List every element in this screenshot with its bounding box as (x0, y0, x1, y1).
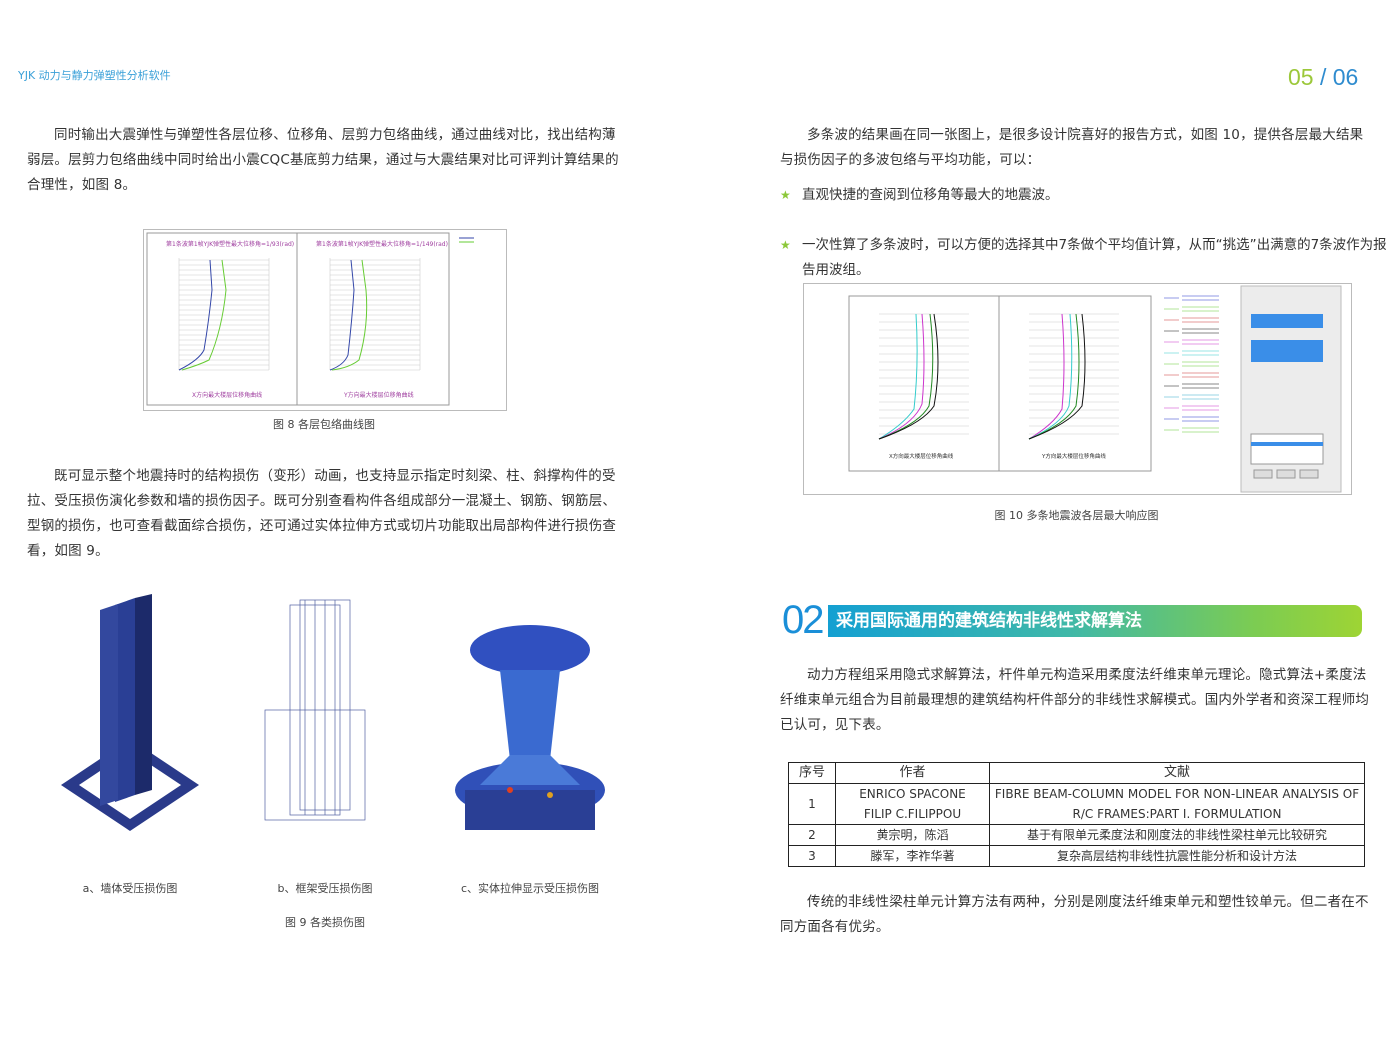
envelope-curves-image (146, 232, 474, 406)
solid-damage-model (455, 625, 605, 830)
multi-wave-response-image (848, 285, 1342, 493)
fig8-panel-x-subtitle: X方向最大楼层位移角曲线 (192, 392, 263, 399)
left-paragraph-1: 同时输出大震弹性与弹塑性各层位移、位移角、层剪力包络曲线，通过曲线对比，找出结构… (27, 127, 619, 193)
table-row: 2 黄宗明，陈滔 基于有限单元柔度法和刚度法的非线性梁柱单元比较研究 (788, 824, 1365, 846)
header-no: 序号 (788, 762, 836, 784)
reference-table: 序号 作者 文献 1 ENRICO SPACONE FILIP C.FILIPPO… (788, 762, 1365, 867)
table-header-row: 序号 作者 文献 (788, 762, 1365, 784)
figure-10-caption: 图 10 多条地震波各层最大响应图 (994, 509, 1159, 522)
figure-9-caption: 图 9 各类损伤图 (285, 916, 365, 929)
bullet-1-text: 直观快捷的查阅到位移角等最大的地震波。 (802, 187, 1059, 203)
figure-9-images (60, 594, 605, 832)
right-paragraph-1: 多条波的结果画在同一张图上，是很多设计院喜好的报告方式，如图 10，提供各层最大… (780, 127, 1364, 168)
row-author: 黄宗明，陈滔 (835, 824, 990, 846)
page-number: 05 / 06 (1288, 64, 1358, 91)
fig9-sub-c: c、实体拉伸显示受压损伤图 (460, 882, 600, 895)
table-row: 3 滕军，李祚华著 复杂高层结构非线性抗震性能分析和设计方法 (788, 845, 1365, 867)
fig9-sub-b: b、框架受压损伤图 (277, 882, 373, 895)
row-no: 2 (788, 824, 836, 846)
bullet-2: ★ 一次性算了多条波时，可以方便的选择其中7条做个平均值计算，从而“挑选”出满意的… (780, 233, 1398, 283)
wall-damage-model (60, 594, 200, 832)
star-icon: ★ (780, 238, 791, 252)
row-document: FIBRE BEAM-COLUMN MODEL FOR NON-LINEAR A… (989, 783, 1365, 825)
fig8-panel-y-title: 第1条波第1帧YJK弹塑性最大位移角=1/149(rad) (316, 241, 448, 248)
left-paragraph-2: 既可显示整个地震持时的结构损伤（变形）动画，也支持显示指定时刻梁、柱、斜撑构件的… (27, 468, 617, 559)
fig8-panel-x-title: 第1条波第1帧YJK弹塑性最大位移角=1/93(rad) (166, 241, 295, 248)
table-row: 1 ENRICO SPACONE FILIP C.FILIPPOU FIBRE B… (788, 783, 1365, 825)
right-paragraph-2: 动力方程组采用隐式求解算法，杆件单元构造采用柔度法纤维束单元理论。隐式算法+柔度… (780, 667, 1370, 733)
fig10-panel-x-subtitle: X方向最大楼层位移角曲线 (889, 454, 954, 460)
row-no: 1 (788, 783, 836, 825)
fig8-panel-y-subtitle: Y方向最大楼层位移角曲线 (344, 392, 414, 399)
section-number: 02 (782, 598, 824, 642)
page-separator: / (1319, 64, 1327, 90)
figure-10: X方向最大楼层位移角曲线 Y方向最大楼层位移角曲线 (803, 283, 1352, 495)
author-line: FILIP C.FILIPPOU (863, 807, 962, 821)
row-document: 基于有限单元柔度法和刚度法的非线性梁柱单元比较研究 (989, 824, 1365, 846)
page-next: 06 (1332, 64, 1359, 90)
bullet-2-text: 一次性算了多条波时，可以方便的选择其中7条做个平均值计算，从而“挑选”出满意的7… (802, 237, 1387, 278)
header-document: 文献 (989, 762, 1365, 784)
row-document: 复杂高层结构非线性抗震性能分析和设计方法 (989, 845, 1365, 867)
document-line: R/C FRAMES:PART I. FORMULATION (1072, 807, 1282, 821)
frame-damage-model (264, 599, 366, 821)
star-icon: ★ (780, 188, 791, 202)
right-paragraph-3: 传统的非线性梁柱单元计算方法有两种，分别是刚度法纤维束单元和塑性铰单元。但二者在… (780, 894, 1369, 935)
author-line: ENRICO SPACONE (859, 787, 966, 801)
running-header: YJK 动力与静力弹塑性分析软件 (18, 69, 171, 82)
fig9-sub-a: a、墙体受压损伤图 (82, 882, 178, 895)
row-author: 滕军，李祚华著 (835, 845, 990, 867)
fig10-panel-y-subtitle: Y方向最大楼层位移角曲线 (1042, 454, 1106, 460)
document-line: FIBRE BEAM-COLUMN MODEL FOR NON-LINEAR A… (994, 787, 1360, 801)
bullet-1: ★ 直观快捷的查阅到位移角等最大的地震波。 (780, 183, 1398, 208)
section-title-banner: 采用国际通用的建筑结构非线性求解算法 (828, 605, 1362, 637)
row-author: ENRICO SPACONE FILIP C.FILIPPOU (835, 783, 990, 825)
figure-8-caption: 图 8 各层包络曲线图 (273, 418, 375, 431)
figure-8: 第1条波第1帧YJK弹塑性最大位移角=1/93(rad) 第1条波第1帧YJK弹… (143, 229, 507, 411)
row-no: 3 (788, 845, 836, 867)
header-author: 作者 (835, 762, 990, 784)
page-current: 05 (1288, 64, 1314, 90)
